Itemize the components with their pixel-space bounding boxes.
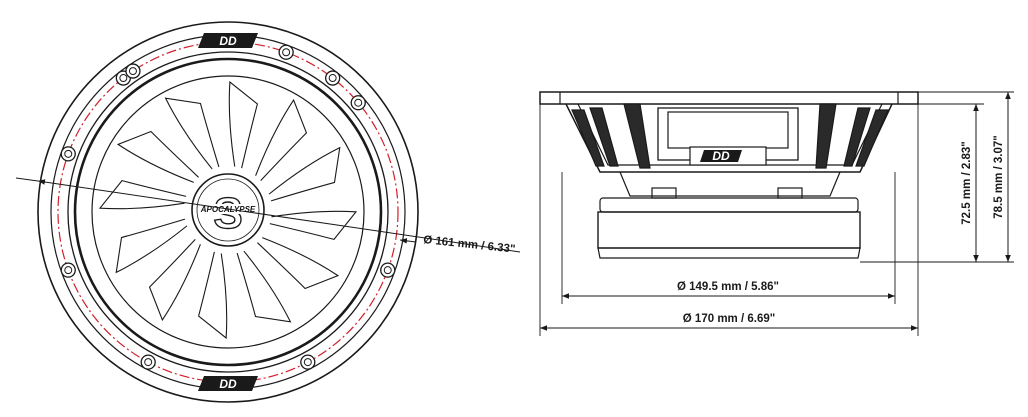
mounting-hole [325,70,341,86]
surround-inner [91,75,365,349]
cone-fin [164,97,220,170]
mounting-hole [380,262,396,278]
mounting-hole [140,354,156,370]
cone-fin [255,98,308,181]
mounting-holes [60,44,396,370]
outer-diameter-label: Ø 170 mm / 6.69" [683,313,775,325]
basket-neck [619,171,841,197]
cone-fin [257,237,340,290]
cone-fin [148,239,201,322]
mounting-hole [60,146,76,162]
logo-text-bottom: DD [219,377,237,391]
cone-fin [269,210,358,241]
surround-outer [73,57,383,367]
magnet-back-plate [597,247,861,259]
total-depth-label: 78.5 mm / 3.07" [993,135,1005,218]
outer-diameter-dimension: Ø 170 mm / 6.69" [540,313,918,331]
magnet-body [597,211,861,249]
mount-depth-dimension: 72.5 mm / 2.83" [961,104,979,262]
cone-fin [268,146,341,202]
logo-text-top: DD [219,34,237,48]
front-diameter-label: Ø 161 mm / 6.33" [423,234,516,256]
front-logo-bottom: DD [198,376,258,391]
cone-fins [98,80,358,340]
front-view: S APOCALYPSE [37,21,419,403]
side-logo: DD [689,146,767,166]
magnet-top-plate [599,197,859,213]
mounting-hole [60,262,76,278]
mounting-flange [539,91,919,105]
cone-fin [98,179,187,210]
cutout-diameter-label: Ø 149.5 mm / 5.86" [677,281,779,293]
cutout-diameter-dimension: Ø 149.5 mm / 5.86" [562,281,895,299]
cone-fin [116,130,199,183]
dust-cap-inner [196,178,260,242]
product-name: APOCALYPSE [200,205,256,214]
dust-cap [191,173,265,247]
cone-fin [236,250,292,323]
mounting-hole [350,95,366,111]
cone-fin [115,218,188,274]
side-extension-lines [539,91,1014,336]
gasket-ring [67,51,389,373]
frame-outer-ring [37,21,419,403]
mounting-hole [278,44,294,60]
basket-spokes [571,103,889,169]
side-view: DD [539,91,919,259]
cone-fin [228,80,259,169]
side-logo-text: DD [712,149,730,163]
mounting-hole [125,63,141,79]
mount-depth-label: 72.5 mm / 2.83" [961,141,973,224]
mounting-hole [300,354,316,370]
total-depth-dimension: 78.5 mm / 3.07" [993,92,1011,262]
front-logo-top: DD [198,33,258,48]
cone-fin [197,251,228,340]
